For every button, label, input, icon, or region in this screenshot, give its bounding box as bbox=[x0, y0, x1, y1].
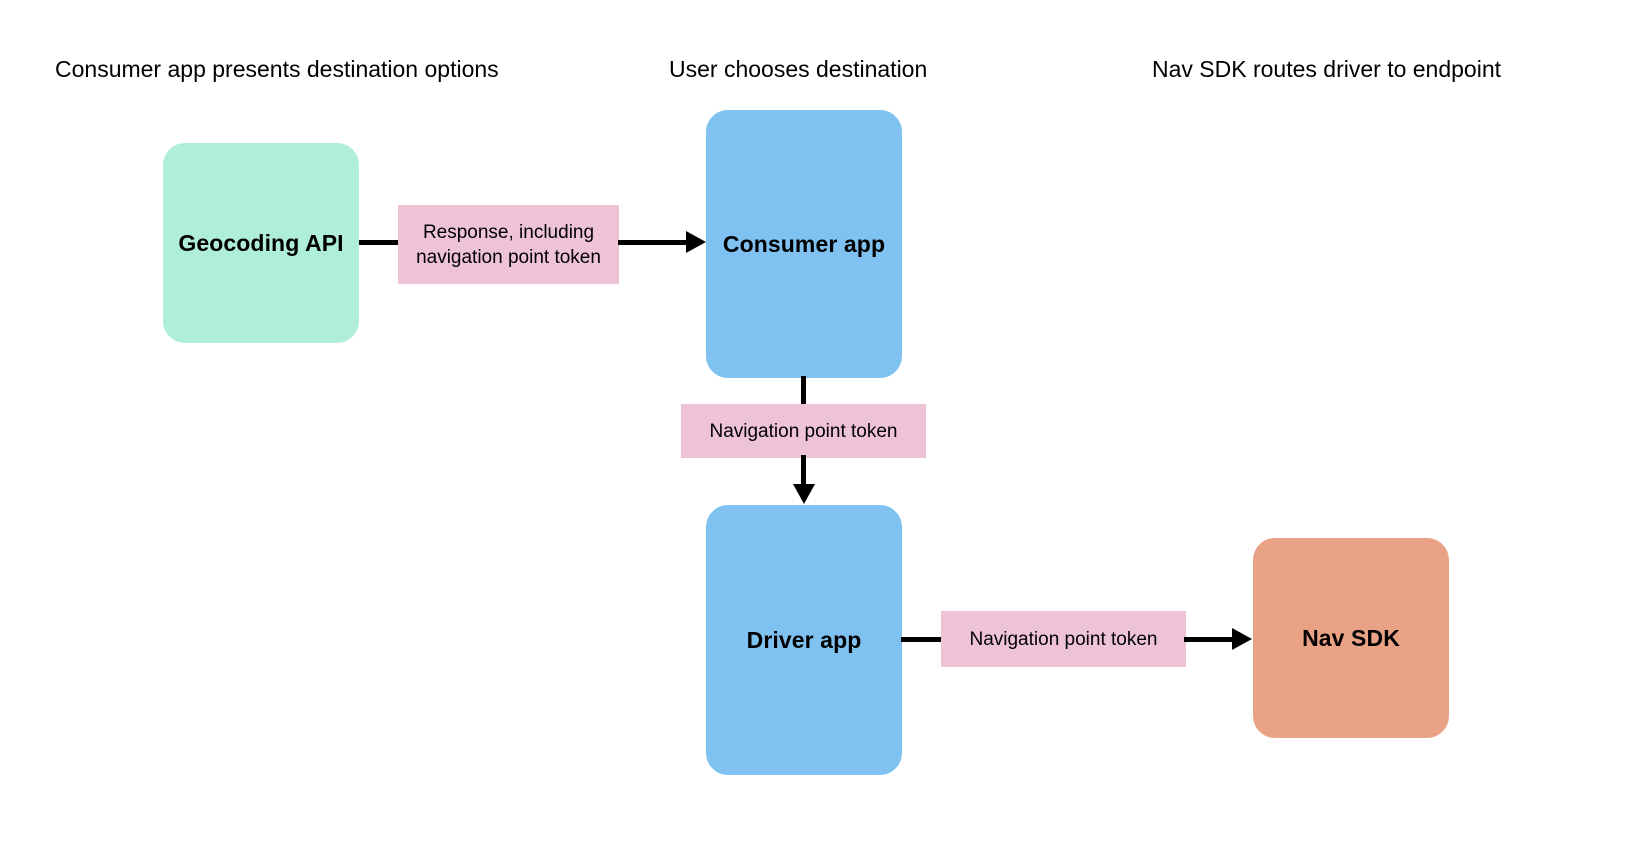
column-heading-nav-sdk: Nav SDK routes driver to endpoint bbox=[1152, 56, 1502, 82]
edge-label-navigation-point-token-consumer-driver: Navigation point token bbox=[681, 404, 926, 458]
edge-label-navigation-point-token-driver-navsdk: Navigation point token bbox=[941, 611, 1186, 667]
edge-label-response-including-navigation-point-token: Response, including navigation point tok… bbox=[398, 205, 619, 284]
node-consumer-app-label: Consumer app bbox=[722, 230, 886, 257]
connector-driver-app-to-label bbox=[901, 637, 945, 642]
node-nav-sdk[interactable]: Nav SDK bbox=[1253, 538, 1449, 738]
arrowhead-down-icon-driver bbox=[793, 484, 815, 504]
node-nav-sdk-label: Nav SDK bbox=[1302, 624, 1400, 651]
node-geocoding-api-label: Geocoding API bbox=[178, 229, 344, 256]
column-heading-user: User chooses destination bbox=[669, 56, 928, 82]
node-geocoding-api[interactable]: Geocoding API bbox=[163, 143, 359, 343]
arrowhead-right-icon-consumer bbox=[686, 231, 706, 253]
node-consumer-app[interactable]: Consumer app bbox=[706, 110, 902, 378]
connector-geocoding-to-label bbox=[359, 240, 401, 245]
connector-consumer-app-to-label bbox=[801, 376, 806, 407]
connector-label-to-nav-sdk bbox=[1184, 637, 1235, 642]
connector-label-to-driver-app bbox=[801, 455, 806, 487]
arrowhead-right-icon-nav-sdk bbox=[1232, 628, 1252, 650]
node-driver-app[interactable]: Driver app bbox=[706, 505, 902, 775]
connector-label-to-consumer-app bbox=[618, 240, 688, 245]
node-driver-app-label: Driver app bbox=[746, 626, 862, 653]
column-heading-consumer: Consumer app presents destination option… bbox=[55, 56, 499, 82]
